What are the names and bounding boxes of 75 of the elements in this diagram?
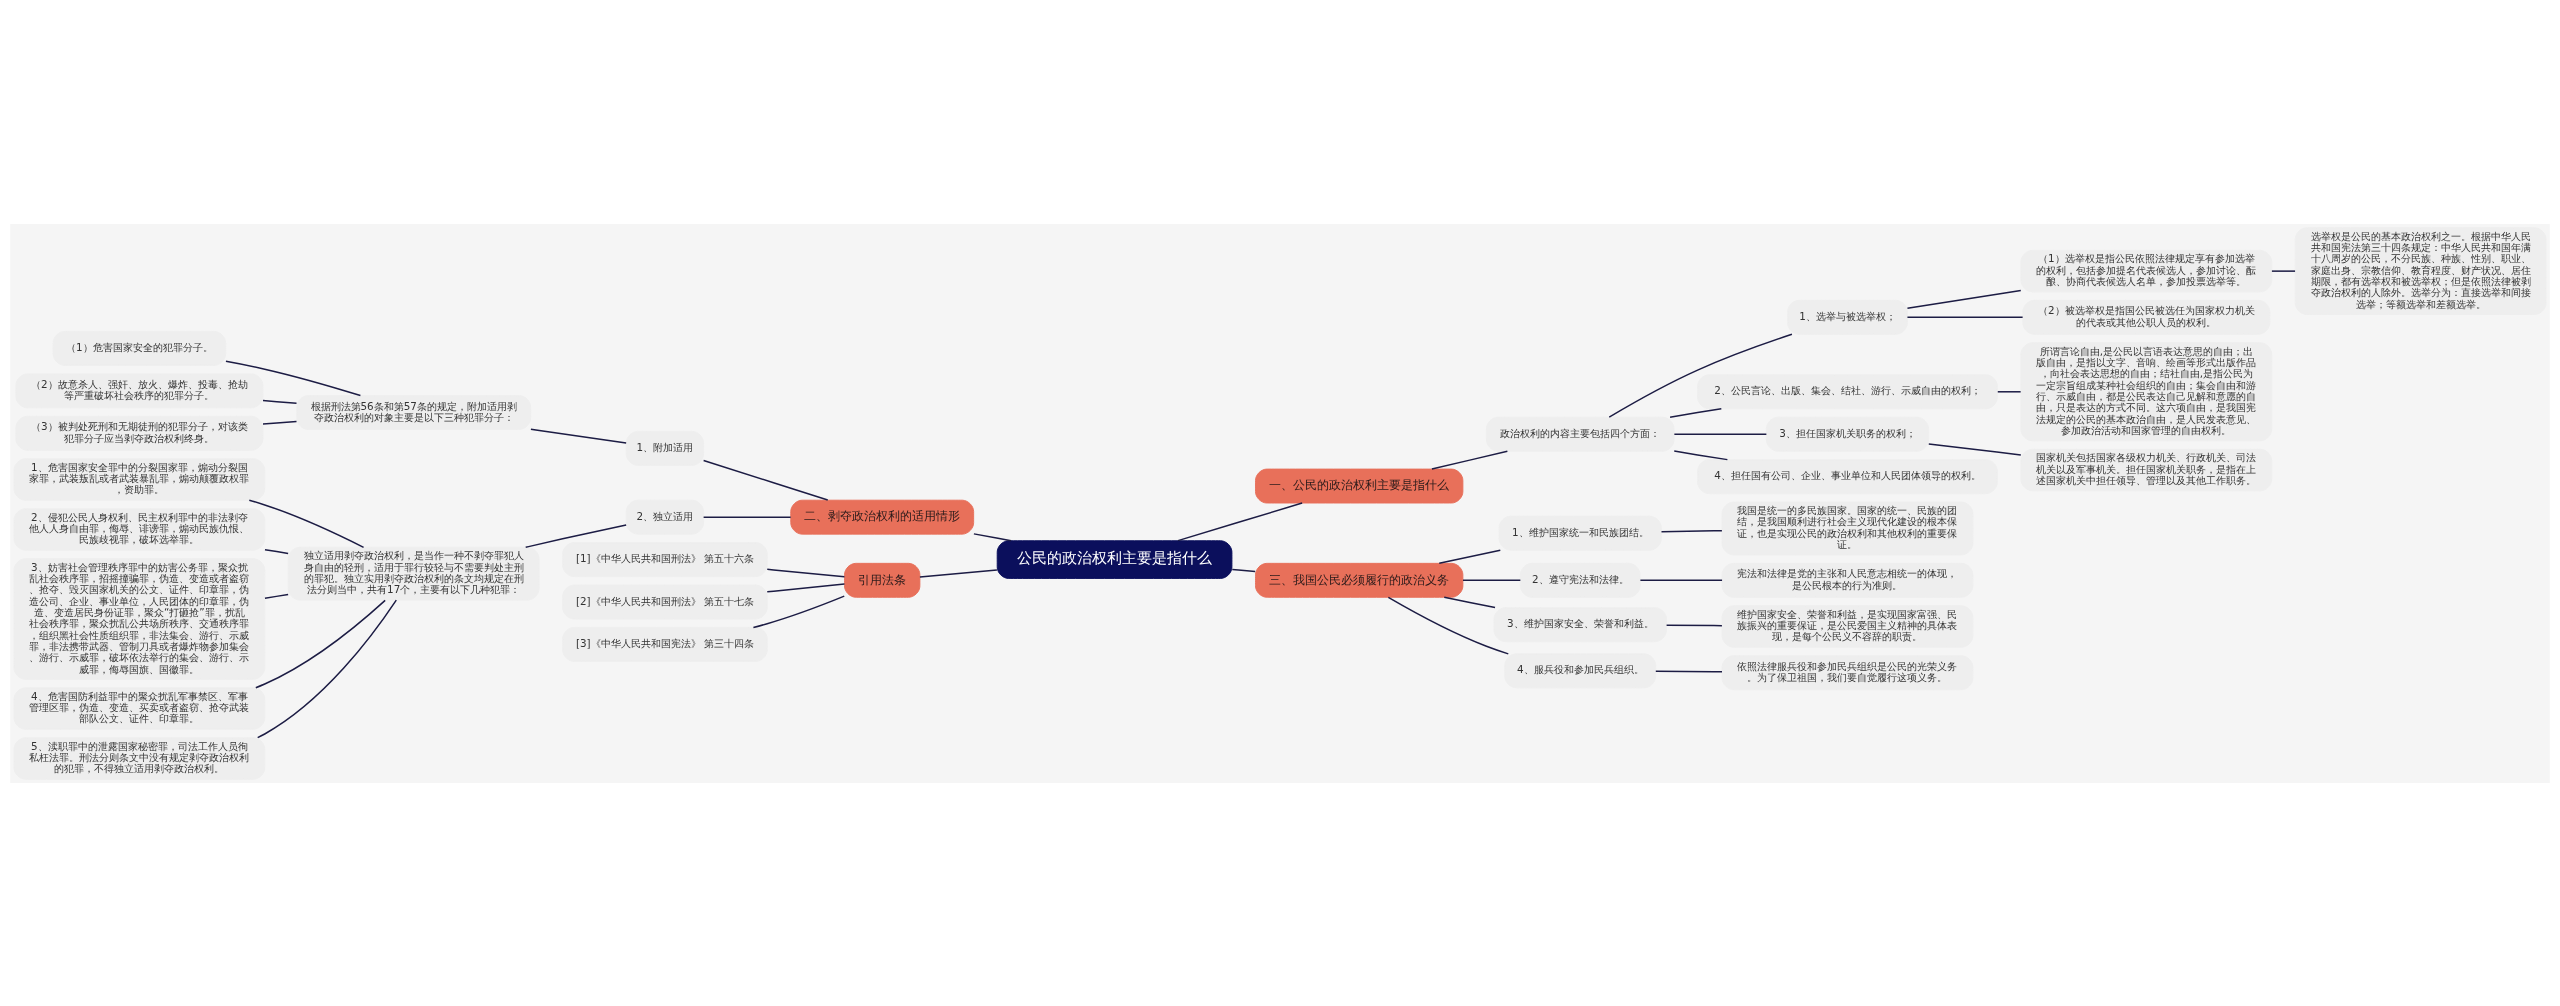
connector [1177,501,1303,541]
connector [1673,449,1729,460]
node-box: 政治权利的内容主要包括四个方面： [1485,416,1675,452]
connector [262,420,298,425]
node-box: 维护国家安全、荣誉和利益，是实现国家富强、民族振兴的重要保证，是公民爱国主义精神的具体表现，是每个公民义不容辞的职责。 [1721,604,1974,648]
connector [262,399,298,404]
node-box: （2）故意杀人、强奸、放火、爆炸、投毒、抢劫等严重破坏社会秩序的犯罪分子。 [15,372,264,408]
connector [1660,529,1723,533]
node-box: 1、附加适用 [625,430,705,466]
connector [1387,596,1510,655]
node-box: 4、担任国有公司、企业、事业单位和人民团体领导的权利。 [1697,458,1998,494]
node-box: 3、担任国家机关职务的权利； [1765,416,1929,452]
connector [1997,390,2022,393]
node-box: 独立适用剥夺政治权利，是当作一种不剥夺罪犯人身自由的轻刑，适用于罪行较轻与不需要判处主刑的罪犯。独立实用剥夺政治权利的条文均规定在刑法分则当中，共有17个，主要有以下几种犯罪： [287,546,540,601]
node-box: 2、公民言论、出版、集会、结社、游行、示威自由的权利； [1697,373,1998,409]
connector [256,598,398,738]
connector [766,568,846,578]
node-box: 三、我国公民必须履行的政治义务 [1255,562,1464,598]
connector [1639,579,1723,581]
connector [1673,432,1768,435]
node-box: 2、独立适用 [625,499,705,535]
connector [225,360,362,396]
connector [1928,442,2022,456]
connector [1906,289,2022,309]
connector [2271,269,2296,272]
connector [1608,333,1793,418]
node-box: 公民的政治权利主要是指什么 [996,539,1233,579]
node-box: 2、遵守宪法和法律。 [1519,562,1641,598]
node-box: （2）被选举权是指国公民被选任为国家权力机关的代表或其他公职人员的权利。 [2022,299,2271,335]
node-box: （3）被判处死刑和无期徒刑的犯罪分子，对该类犯罪分子应当剥夺政治权利终身。 [15,415,264,451]
connector [264,593,289,599]
connector [973,532,1012,541]
connector [530,428,627,444]
connector [1443,596,1496,608]
connector [255,599,386,688]
connector [264,548,289,554]
node-box: 宪法和法律是党的主张和人民意志相统一的体现，是公民根本的行为准则。 [1721,562,1974,598]
connector [1906,316,2024,318]
connector [766,582,846,593]
node-box: （1）危害国家安全的犯罪分子。 [52,330,227,366]
node-box: 所谓言论自由,是公民以言语表达意思的自由；出版自由，是指以文字、音响、绘画等形式出版作品，向社会表达思想的自由；结社自由,是指公民为一定宗旨组成某种社会组织的自由；集会自由和游行、示威自由，都是公民表达自己见解和意愿的自由，只是表达的方式不同。这六项自由，是我国宪法规定的公民的基本政治自由，是人民发表意见、参加政治活动和国家管理的自由权利。 [2020,341,2273,441]
node-box: 引用法条 [844,562,921,598]
node-box: [3]《中华人民共和国宪法》 第三十四条 [562,626,768,662]
connector [1438,548,1502,564]
connector [702,459,829,501]
connector [1231,568,1256,572]
node-box: 2、侵犯公民人身权利、民主权利罪中的非法剥夺他人人身自由罪，侮辱、诽谤罪，煽动民族仇恨、民族歧视罪，破坏选举罪。 [13,507,266,551]
connector [919,568,998,578]
node-box: 依照法律服兵役和参加民兵组织是公民的光荣义务。为了保卫祖国，我们要自觉履行这项义务。 [1721,654,1974,690]
connector [702,515,792,518]
node-box: 1、选举与被选举权； [1787,299,1908,335]
connector [1665,624,1723,626]
node-box: 二、剥夺政治权利的适用情形 [790,499,975,535]
node-box: （1）选举权是指公民依照法律规定享有参加选举的权利，包括参加提名代表候选人，参加讨论、酝酿、协商代表候选人名单，参加投票选举等。 [2020,249,2273,292]
connector [1431,449,1509,470]
connector [524,523,627,548]
node-box: 5、渎职罪中的泄露国家秘密罪，司法工作人员徇私枉法罪。刑法分则条文中没有规定剥夺政治权利的犯罪，不得独立适用剥夺政治权利。 [13,736,266,780]
connector [1669,407,1723,418]
node-box: 选举权是公民的基本政治权利之一。根据中华人民共和国宪法第三十四条规定：中华人民共和国年满十八周岁的公民，不分民族、种族、性别、职业、家庭出身、宗教信仰、教育程度、财产状况、居住期限，都有选举权和被选举权；但是依照法律被剥夺政治权利的人除外。选举分为：直接选举和间接选举；等额选举和差额选举。 [2294,226,2547,315]
node-box: 4、服兵役和参加民兵组织。 [1504,652,1657,688]
connector [1655,670,1723,673]
node-box: 我国是统一的多民族国家。国家的统一、民族的团结，是我国顺利进行社会主义现代化建设的根本保证，也是实现公民的政治权利和其他权利的重要保证。 [1721,501,1974,555]
node-box: [1]《中华人民共和国刑法》 第五十六条 [562,541,768,577]
connector [1462,579,1522,581]
node-box: 根据刑法第56条和第57条的规定，附加适用剥夺政治权利的对象主要是以下三种犯罪分子： [296,394,532,430]
node-box: 1、维护国家统一和民族团结。 [1498,515,1662,551]
connector [752,594,845,628]
node-box: 4、危害国防利益罪中的聚众扰乱军事禁区、军事管理区罪，伪造、变造、买卖或者盗窃、抢夺武装部队公文、证件、印章罪。 [13,686,266,730]
node-box: 1、危害国家安全罪中的分裂国家罪，煽动分裂国家罪，武装叛乱或者武装暴乱罪，煽动颠覆政权罪，资助罪。 [13,457,266,501]
node-box: 国家机关包括国家各级权力机关、行政机关、司法机关以及军事机关。担任国家机关职务，是指在上述国家机关中担任领导、管理以及其他工作职务。 [2020,448,2273,491]
connector [248,498,365,548]
node-box: [2]《中华人民共和国刑法》 第五十七条 [562,584,768,619]
node-box: 3、妨害社会管理秩序罪中的妨害公务罪，聚众扰乱社会秩序罪，招摇撞骗罪，伪造、变造或者盗窃、抢夺、毁灭国家机关的公文、证件、印章罪，伪造公司、企业、事业单位，人民团体的印章罪，伪造、变造居民身份证罪，聚众“打砸抢”罪，扰乱社会秩序罪，聚众扰乱公共场所秩序、交通秩序罪，组织黑社会性质组织罪，非法集会、游行、示威罪，非法携带武器、管制刀具或者爆炸物参加集会、游行、示威罪，破坏依法举行的集会、游行、示威罪，侮辱国旗、国徽罪。 [13,557,266,680]
node-box: 3、维护国家安全、荣誉和利益。 [1493,606,1667,642]
node-box: 一、公民的政治权利主要是指什么 [1255,468,1464,503]
